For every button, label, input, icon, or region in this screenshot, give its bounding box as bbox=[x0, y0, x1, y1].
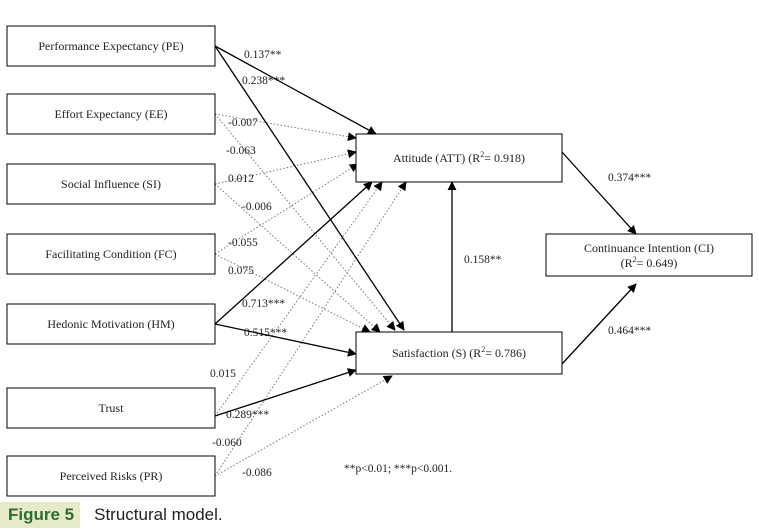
coef-si-sat: -0.006 bbox=[242, 201, 272, 213]
node-ci-box bbox=[545, 233, 753, 277]
coef-pe-sat: 0.238*** bbox=[242, 75, 285, 87]
coef-fc-att: -0.055 bbox=[228, 237, 258, 249]
figure-caption: Figure 5 Structural model. bbox=[0, 500, 223, 530]
coef-fc-sat: 0.075 bbox=[228, 265, 254, 277]
node-fc-label: Facilitating Condition (FC) bbox=[45, 247, 176, 261]
node-trust-label: Trust bbox=[99, 401, 125, 415]
node-ee-label: Effort Expectancy (EE) bbox=[54, 107, 167, 121]
path-ee-att bbox=[214, 113, 357, 142]
path-pe-att bbox=[214, 45, 377, 135]
path-si-att bbox=[214, 149, 357, 185]
coef-trust-sat: 0.289*** bbox=[226, 409, 269, 421]
path-trust-att bbox=[214, 181, 383, 417]
significance-note: **p<0.01; ***p<0.001. bbox=[344, 463, 452, 475]
node-pr-label: Perceived Risks (PR) bbox=[60, 469, 163, 483]
coef-pe-att: 0.137** bbox=[244, 49, 282, 61]
node-att-box bbox=[355, 133, 563, 183]
coef-trust-att: 0.015 bbox=[210, 368, 236, 380]
path-fc-sat bbox=[214, 253, 371, 333]
path-fc-att bbox=[214, 163, 359, 255]
coef-si-att: 0.012 bbox=[228, 173, 254, 185]
coef-ee-att: -0.007 bbox=[228, 117, 258, 129]
node-pe-box bbox=[6, 25, 216, 67]
node-hm-box bbox=[6, 303, 216, 345]
node-pe-label: Performance Expectancy (PE) bbox=[38, 39, 183, 53]
path-sat-ci bbox=[561, 283, 637, 365]
node-si-label: Social Influence (SI) bbox=[61, 177, 161, 191]
coef-sat-ci: 0.464*** bbox=[608, 325, 651, 337]
path-hm-att bbox=[214, 181, 373, 325]
figure-label: Figure 5 bbox=[0, 502, 81, 528]
node-ee-box bbox=[6, 93, 216, 135]
coef-sat-att: 0.158** bbox=[464, 254, 502, 266]
path-att-ci bbox=[561, 151, 637, 235]
node-sat-label: Satisfaction (S) (R2= 0.786) bbox=[392, 345, 526, 360]
node-si-box bbox=[6, 163, 216, 205]
node-pr-box bbox=[6, 455, 216, 497]
coef-pr-att: -0.060 bbox=[212, 437, 242, 449]
coef-ee-sat: -0.063 bbox=[226, 145, 256, 157]
node-att-label: Attitude (ATT) (R2= 0.918) bbox=[393, 150, 525, 165]
coef-hm-sat: 0.515*** bbox=[244, 327, 287, 339]
coef-hm-att: 0.713*** bbox=[242, 298, 285, 310]
path-pe-sat bbox=[214, 45, 405, 331]
path-pr-sat bbox=[214, 375, 393, 477]
node-hm-label: Hedonic Motivation (HM) bbox=[47, 317, 174, 331]
coef-pr-sat: -0.086 bbox=[242, 467, 272, 479]
node-ci-label-line2: (R2= 0.649) bbox=[621, 255, 678, 270]
path-si-sat bbox=[214, 183, 381, 333]
path-ee-sat bbox=[214, 113, 396, 331]
path-hm-sat bbox=[214, 323, 357, 357]
coef-att-ci: 0.374*** bbox=[608, 172, 651, 184]
path-trust-sat bbox=[214, 368, 357, 417]
path-pr-att bbox=[214, 181, 407, 477]
figure-caption-text: Structural model. bbox=[94, 505, 223, 524]
node-ci-label-line1: Continuance Intention (CI) bbox=[584, 241, 714, 255]
node-trust-box bbox=[6, 387, 216, 429]
node-sat-box bbox=[355, 331, 563, 375]
node-fc-box bbox=[6, 233, 216, 275]
